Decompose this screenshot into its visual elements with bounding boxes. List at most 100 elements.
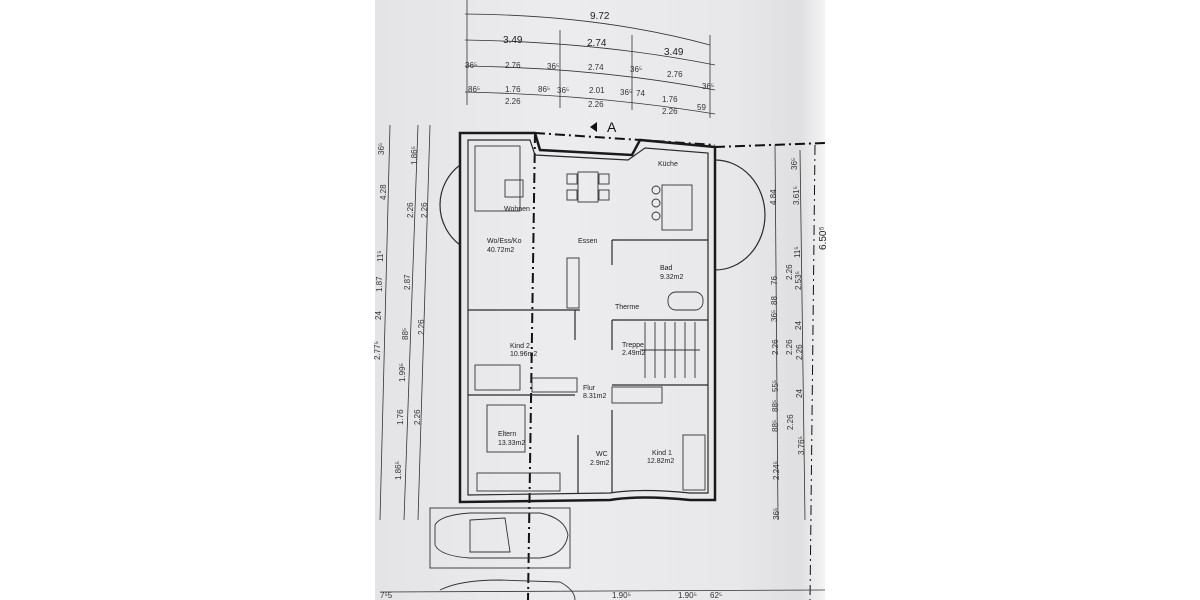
section-marker: A <box>607 119 617 135</box>
dim-left: 1.99⁵ <box>398 363 407 382</box>
wardrobe <box>476 472 561 492</box>
room-area: 2.9m2 <box>590 460 610 467</box>
room-wc: WC <box>596 451 608 458</box>
stairs <box>640 322 700 378</box>
dim-top: 1.76 <box>662 95 678 104</box>
dim-right: 88⁵ <box>771 400 780 412</box>
dim-top: 3.49 <box>664 47 684 58</box>
wardrobe <box>611 386 663 404</box>
dim-right: 36⁵ <box>790 158 799 170</box>
dim-right: 3.61⁵ <box>792 186 801 205</box>
dim-right: 36⁵ <box>772 508 781 520</box>
coffee-table <box>504 179 524 198</box>
dim-left: 1.86⁵ <box>410 146 419 165</box>
car-icon <box>429 507 576 600</box>
dim-top: 2.26 <box>588 100 604 109</box>
bed-eltern <box>486 404 526 453</box>
top-dimension-lines <box>464 0 716 118</box>
room-area: 2.49m2 <box>622 350 645 357</box>
dim-top: 36⁵ <box>620 88 632 97</box>
dim-left: 2.87 <box>403 274 412 290</box>
dim-right: 55⁵ <box>771 380 780 392</box>
room-labels: Küche Wohnen Wo/Ess/Ko 40.72m2 Essen Bad… <box>487 161 683 467</box>
room-essen: Essen <box>578 238 598 245</box>
room-area: 40.72m2 <box>487 247 514 254</box>
dim-total-width: 9.72 <box>590 11 610 22</box>
sofa <box>474 145 521 212</box>
room-wohnen: Wohnen <box>504 206 530 213</box>
dim-right: 24 <box>794 321 803 330</box>
dim-right: 3.76⁵ <box>797 436 806 455</box>
dim-left: 1.76 <box>396 409 405 425</box>
dim-right: 36⁵ <box>770 310 779 322</box>
dim-left: 4.28 <box>379 184 388 200</box>
room-therme: Therme <box>615 304 639 311</box>
right-dimension-lines <box>774 144 816 600</box>
dim-bottom: 7⁵5 <box>380 591 393 600</box>
dim-top: 36⁵ <box>547 62 559 71</box>
dim-right: 2.26 <box>795 344 804 360</box>
dim-top: 2.76 <box>667 70 683 79</box>
dim-top: 2.01 <box>589 86 605 95</box>
dim-right: 4.84 <box>769 189 778 205</box>
dim-right: 88⁵ <box>771 420 780 432</box>
dim-top: 2.74 <box>588 63 604 72</box>
dining-table <box>577 171 599 203</box>
dim-top: 2.26 <box>505 97 521 106</box>
room-area: 13.33m2 <box>498 440 525 447</box>
dim-top: 1.76 <box>505 85 521 94</box>
section-arrow-icon <box>590 122 597 132</box>
room-wo-ess-ko: Wo/Ess/Ko <box>487 238 522 245</box>
furniture <box>474 145 706 492</box>
room-treppe: Treppe <box>622 342 644 349</box>
room-kind-2: Kind 2 <box>510 343 530 350</box>
section-line <box>527 132 536 600</box>
section-line <box>714 142 826 148</box>
paper-edge <box>800 0 825 600</box>
dim-left: 1.86⁵ <box>394 461 403 480</box>
dim-left: 2.26 <box>406 202 415 218</box>
bathtub <box>667 291 704 311</box>
dim-right: 11⁵ <box>793 246 802 258</box>
dim-left: 1.87 <box>375 276 384 292</box>
dim-right: 2.26 <box>785 339 794 355</box>
building-walls <box>439 131 766 504</box>
dim-top: 74 <box>636 89 645 98</box>
room-kueche: Küche <box>658 161 678 168</box>
room-area: 9.32m2 <box>660 274 683 281</box>
dim-bottom: 1.90⁵ <box>678 591 697 600</box>
left-dimension-lines <box>379 124 431 521</box>
dim-top: 2.26 <box>662 107 678 116</box>
dim-right: 2.26 <box>785 264 794 280</box>
room-area: 10.96m2 <box>510 351 537 358</box>
dim-top: 59 <box>697 103 706 112</box>
room-bad: Bad <box>660 265 673 272</box>
dim-bottom: 1.90⁵ <box>612 591 631 600</box>
dim-left: 88⁵ <box>401 328 410 340</box>
room-flur: Flur <box>583 385 596 392</box>
dim-left: 24 <box>374 311 383 320</box>
dim-right: 88 <box>770 296 779 305</box>
dim-left: 2.77⁵ <box>373 341 382 360</box>
dim-right: 76 <box>770 276 779 285</box>
dim-right: 2.26 <box>786 414 795 430</box>
dim-top: 2.76 <box>505 61 521 70</box>
dim-top: 86⁵ <box>538 85 550 94</box>
dim-top: 36⁵ <box>630 65 642 74</box>
section-line <box>534 132 716 146</box>
bottom-dimension-line <box>379 589 826 593</box>
dim-right: 24 <box>795 389 804 398</box>
dim-top: 36⁵ <box>557 86 569 95</box>
cabinet <box>566 257 580 309</box>
dim-right: 2.26 <box>771 339 780 355</box>
dim-left: 2.26 <box>420 202 429 218</box>
dim-left: 2.26 <box>413 409 422 425</box>
dim-top: 86⁵ <box>468 85 480 94</box>
dim-top: 2.74 <box>587 38 607 49</box>
dim-left: 11⁵ <box>376 250 385 262</box>
dim-right: 2.53⁵ <box>794 271 803 290</box>
room-area: 8.31m2 <box>583 393 606 400</box>
dim-bottom: 62⁵ <box>710 591 722 600</box>
bed-kind-1 <box>682 434 706 491</box>
